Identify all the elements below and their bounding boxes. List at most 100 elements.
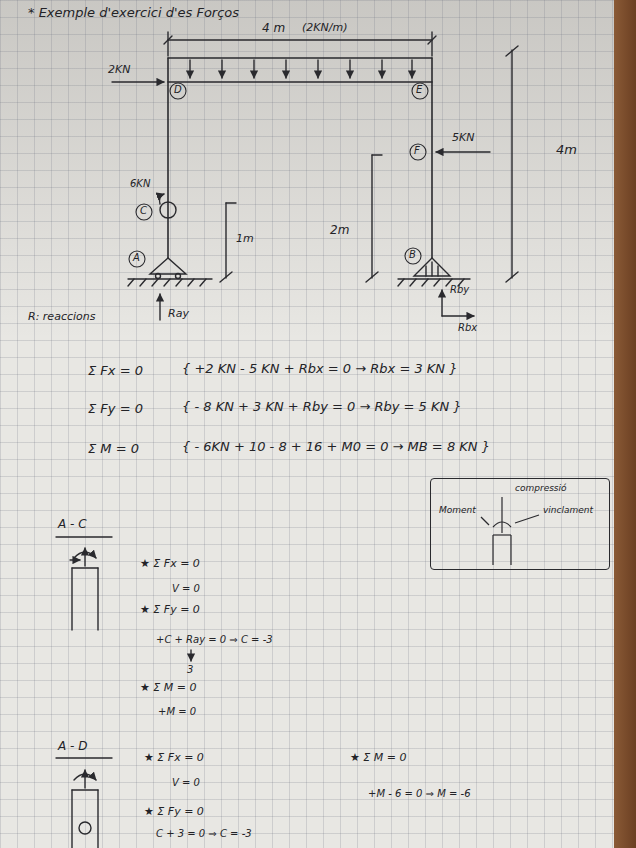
pen-stroke (501, 515, 502, 533)
pen-stroke (168, 57, 432, 58)
pen-stroke (189, 60, 190, 78)
handwritten-label: A - D (58, 740, 87, 754)
pen-stroke (285, 60, 286, 78)
pen-stroke (398, 278, 470, 279)
pen-stroke (170, 83, 186, 99)
pen-stroke (511, 50, 512, 278)
desk-edge (614, 0, 636, 848)
handwritten-label: { - 6KN + 10 - 8 + 16 + M0 = 0 → MB = 8 … (182, 440, 490, 455)
pen-stroke (510, 535, 511, 565)
pen-stroke (442, 315, 474, 316)
handwritten-label: 4m (556, 143, 577, 158)
pen-stroke (200, 279, 206, 286)
pen-stroke (71, 568, 72, 630)
pen-stroke (129, 251, 145, 267)
handwritten-label: 1m (236, 233, 254, 246)
pen-stroke (150, 258, 186, 274)
pen-stroke (176, 274, 181, 279)
pen-stroke (221, 60, 222, 78)
handwritten-label: D (174, 84, 182, 96)
load-arrow (112, 81, 164, 82)
point-circles (129, 83, 428, 267)
free-body-column (72, 770, 98, 848)
handwritten-label: B (409, 249, 416, 261)
moment-symbol (160, 194, 177, 218)
pen-stroke (411, 60, 412, 78)
pen-stroke (515, 515, 539, 523)
handwritten-label: 6KN (130, 178, 150, 190)
pen-stroke (349, 60, 350, 78)
pen-stroke (437, 266, 438, 276)
handwritten-label: Σ Fy = 0 (88, 402, 143, 417)
handwritten-label: Rbx (458, 322, 477, 334)
pen-stroke (74, 774, 96, 780)
pen-stroke (431, 32, 432, 56)
handwritten-label: A - C (58, 518, 87, 532)
pen-stroke (372, 154, 382, 155)
note-box: Moment compressió vinclament (430, 478, 610, 570)
pen-stroke (366, 272, 378, 282)
pen-stroke (220, 272, 232, 282)
pen-stroke (160, 194, 165, 204)
handwritten-label: Ray (168, 308, 189, 321)
handwritten-label: R: reaccions (28, 311, 95, 324)
pen-stroke (506, 46, 518, 56)
dimension-lines (220, 46, 518, 282)
note-text: compressió (515, 483, 567, 493)
handwritten-label: F (414, 145, 420, 157)
pen-stroke (225, 203, 226, 278)
pen-stroke (493, 534, 511, 535)
underline (56, 757, 112, 758)
pen-stroke (97, 568, 98, 630)
dimension-top (164, 32, 436, 56)
handwritten-label: 3 (187, 664, 193, 676)
handwritten-label: 2KN (108, 64, 130, 77)
pen-stroke (501, 497, 502, 515)
pen-stroke (140, 279, 146, 286)
note-arrow (190, 650, 191, 661)
pen-stroke (160, 202, 176, 218)
pen-stroke (84, 548, 85, 566)
pen-stroke (253, 60, 254, 78)
pen-stroke (226, 202, 236, 203)
pen-stroke (168, 81, 432, 83)
note-text: Moment (439, 505, 476, 515)
pen-stroke (176, 279, 182, 286)
pen-stroke (136, 204, 152, 220)
handwritten-label: Rby (450, 284, 469, 296)
handwritten-label: V = 0 (172, 583, 200, 595)
pen-stroke (71, 790, 72, 848)
pen-stroke (405, 248, 421, 264)
pen-stroke (74, 552, 96, 558)
handwritten-label: Σ Fx = 0 (88, 364, 143, 379)
underline (56, 536, 112, 537)
handwritten-label: ★ Σ M = 0 (140, 682, 197, 695)
pen-stroke (381, 60, 382, 78)
pen-stroke (492, 535, 493, 565)
pen-stroke (97, 790, 98, 848)
handwritten-label: C + 3 = 0 ⇒ C = -3 (156, 828, 252, 840)
pen-stroke (431, 262, 432, 276)
handwritten-label: Σ M = 0 (88, 442, 139, 457)
pen-stroke (481, 517, 489, 525)
pen-stroke (398, 279, 404, 286)
handwritten-label: (2KN/m) (302, 22, 347, 35)
handwritten-label: { +2 KN - 5 KN + Rbx = 0 → Rbx = 3 KN } (182, 362, 457, 377)
pinned-support (398, 258, 470, 286)
pen-stroke (422, 279, 428, 286)
handwritten-label: 4 m (262, 22, 285, 36)
pen-stroke (188, 279, 194, 286)
pen-stroke (167, 32, 168, 56)
pen-stroke (410, 144, 426, 160)
page-title: * Exemple d'exercici d'es Forços (28, 6, 239, 21)
pen-stroke (72, 567, 98, 568)
note-text: vinclament (543, 505, 593, 515)
handwritten-label: ★ Σ Fx = 0 (140, 558, 200, 571)
handwritten-label: { - 8 KN + 3 KN + Rby = 0 → Rby = 5 KN } (182, 400, 462, 415)
handwritten-label: +M - 6 = 0 ⇒ M = -6 (368, 788, 471, 800)
load-arrow (436, 151, 490, 152)
free-body-column (70, 548, 98, 630)
handwritten-label: E (416, 84, 422, 96)
roller-support (128, 258, 212, 286)
